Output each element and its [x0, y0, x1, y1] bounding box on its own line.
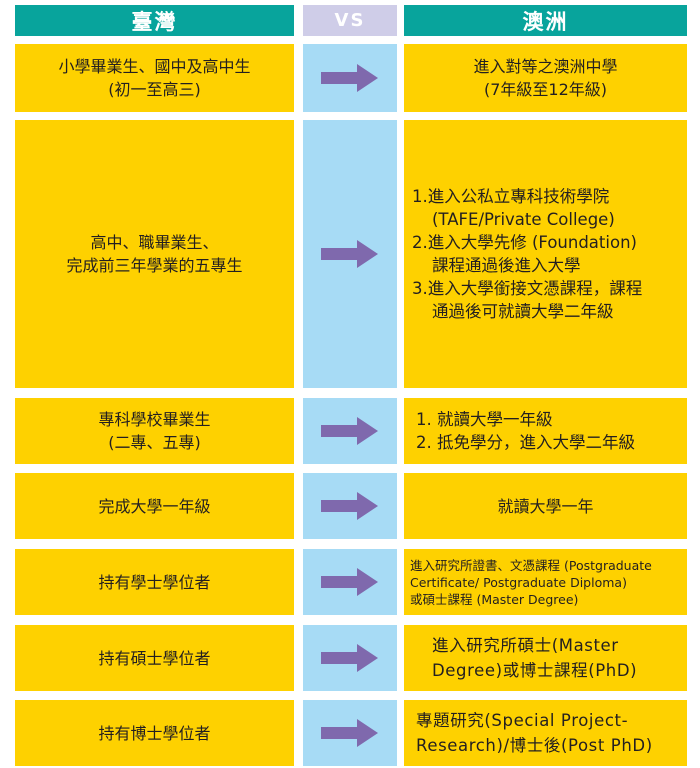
row-7-australia-line-1: 專題研究(Special Project- [416, 711, 629, 730]
right-arrow-icon [321, 417, 378, 445]
row-6-taiwan-line-1: 持有碩士學位者 [98, 648, 211, 668]
row-1-taiwan-line-1: 小學畢業生、國中及高中生 [58, 57, 251, 76]
row-6-australia-line-2: Degree)或博士課程(PhD) [432, 661, 638, 680]
row-2-taiwan: 高中、職畢業生、 完成前三年學業的五專生 [15, 120, 294, 388]
row-1-taiwan: 小學畢業生、國中及高中生 (初一至高三) [15, 44, 294, 112]
row-3-taiwan-line-1: 專科學校畢業生 [98, 410, 211, 429]
header-vs: VS [303, 5, 397, 36]
row-1-arrow-cell [303, 44, 397, 112]
row-7-arrow-cell [303, 700, 397, 766]
right-arrow-icon [321, 719, 378, 747]
row-2-australia-line-2: (TAFE/Private College) [432, 210, 615, 229]
row-6-taiwan: 持有碩士學位者 [15, 625, 294, 691]
row-3-arrow-cell [303, 398, 397, 464]
right-arrow-icon [321, 64, 378, 92]
row-5-australia: 進入研究所證書、文憑課程 (Postgraduate Certificate/ … [404, 549, 687, 615]
row-5-australia-line-1: 進入研究所證書、文憑課程 (Postgraduate [410, 557, 652, 573]
row-5-arrow-cell [303, 549, 397, 615]
row-2-australia-line-5: 3.進入大學銜接文憑課程，課程 [412, 279, 643, 298]
right-arrow-icon [321, 240, 378, 268]
row-5-australia-line-3: 或碩士課程 (Master Degree) [410, 591, 579, 607]
row-1-taiwan-line-2: (初一至高三) [108, 80, 201, 99]
row-5-taiwan-line-1: 持有學士學位者 [98, 572, 211, 592]
row-3-australia-line-1: 1. 就讀大學一年級 [416, 410, 553, 429]
row-7-australia-line-2: Research)/博士後(Post PhD) [416, 736, 653, 755]
row-3-taiwan: 專科學校畢業生 (二專、五專) [15, 398, 294, 464]
right-arrow-icon [321, 568, 378, 596]
row-2-taiwan-line-2: 完成前三年學業的五專生 [66, 256, 243, 275]
row-2-arrow-cell [303, 120, 397, 388]
row-5-australia-line-2: Certificate/ Postgraduate Diploma) [410, 574, 627, 590]
row-2-australia-line-6: 通過後可就讀大學二年級 [432, 302, 614, 321]
row-4-australia: 就讀大學一年 [404, 473, 687, 539]
row-2-australia-line-3: 2.進入大學先修 (Foundation) [412, 233, 637, 252]
row-3-taiwan-line-2: (二專、五專) [108, 433, 201, 452]
row-2-australia: 1.進入公私立專科技術學院 (TAFE/Private College) 2.進… [404, 120, 687, 388]
row-4-taiwan: 完成大學一年級 [15, 473, 294, 539]
row-7-australia: 專題研究(Special Project- Research)/博士後(Post… [404, 700, 687, 766]
row-1-australia-line-2: (7年級至12年級) [483, 80, 607, 99]
header-australia: 澳洲 [404, 5, 687, 36]
right-arrow-icon [321, 644, 378, 672]
row-4-arrow-cell [303, 473, 397, 539]
row-1-australia: 進入對等之澳洲中學 (7年級至12年級) [404, 44, 687, 112]
row-7-taiwan: 持有博士學位者 [15, 700, 294, 766]
row-6-australia-line-1: 進入研究所碩士(Master [432, 636, 619, 655]
row-3-australia-line-2: 2. 抵免學分，進入大學二年級 [416, 433, 635, 452]
row-5-taiwan: 持有學士學位者 [15, 549, 294, 615]
row-6-arrow-cell [303, 625, 397, 691]
row-6-australia: 進入研究所碩士(Master Degree)或博士課程(PhD) [404, 625, 687, 691]
row-3-australia: 1. 就讀大學一年級 2. 抵免學分，進入大學二年級 [404, 398, 687, 464]
header-taiwan: 臺灣 [15, 5, 294, 36]
right-arrow-icon [321, 492, 378, 520]
row-2-taiwan-line-1: 高中、職畢業生、 [90, 233, 219, 252]
row-4-australia-line-1: 就讀大學一年 [497, 496, 594, 516]
row-1-australia-line-1: 進入對等之澳洲中學 [473, 57, 618, 76]
row-2-australia-line-4: 課程通過後進入大學 [432, 256, 581, 275]
row-7-taiwan-line-1: 持有博士學位者 [98, 723, 211, 743]
row-2-australia-line-1: 1.進入公私立專科技術學院 [412, 187, 610, 206]
row-4-taiwan-line-1: 完成大學一年級 [98, 496, 211, 516]
